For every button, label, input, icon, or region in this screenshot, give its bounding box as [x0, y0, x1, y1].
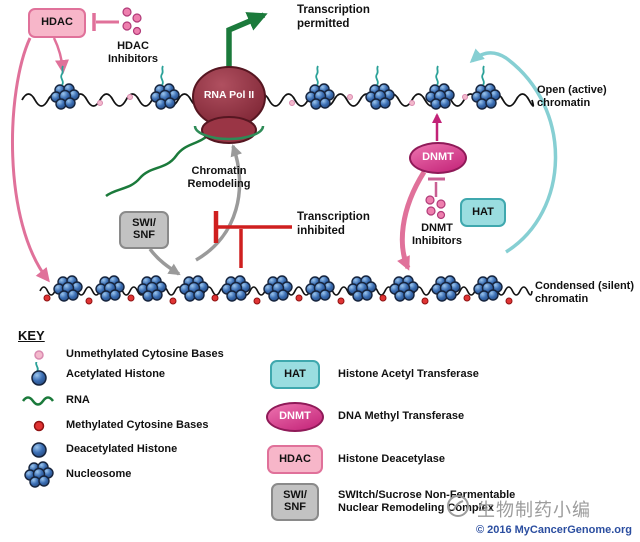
- methylated-cytosine-dots: [43, 294, 513, 305]
- watermark-text: 生物制药小编: [477, 499, 591, 520]
- dnmt-oval: DNMT: [409, 142, 467, 174]
- watermark: 生物制药小编: [446, 494, 591, 523]
- key-hat-box: HAT: [270, 360, 320, 389]
- transcription-permitted-arrow: [226, 12, 268, 80]
- condensed-chromatin-nucleosomes: [53, 275, 503, 302]
- rna-pol-label: RNA Pol II: [203, 89, 255, 101]
- methylated-cytosine-icon: [20, 418, 58, 434]
- key-item-deacetylated-histone: Deacetylated Histone: [20, 439, 177, 461]
- open-chromatin-label: Open (active) chromatin: [537, 84, 607, 110]
- chromatin-remodeling-arrow: [148, 144, 243, 276]
- copyright: © 2016 MyCancerGenome.org: [475, 524, 632, 536]
- key-item-label: Acetylated Histone: [66, 368, 166, 381]
- key-abbr-hat: HAT Histone Acetyl Transferase: [266, 360, 479, 389]
- key-abbr-label: Histone Deacetylase: [338, 452, 445, 465]
- rna-pol-ii-icon: [192, 66, 266, 144]
- transcription-inhibited-label: Transcription inhibited: [297, 211, 370, 237]
- swi-snf-box: SWI/ SNF: [119, 211, 169, 249]
- key-item-rna: RNA: [20, 390, 90, 412]
- transcription-permitted-label: Transcription permitted: [297, 4, 370, 30]
- dnmt-arrows: [397, 113, 442, 271]
- dnmt-inhibitors-icon: [425, 177, 446, 220]
- key-hdac-box: HDAC: [267, 445, 323, 474]
- key-item-label: Deacetylated Histone: [66, 443, 178, 456]
- key-item-unmethylated: Unmethylated Cytosine Bases: [20, 344, 224, 366]
- rna-strand: [105, 131, 213, 198]
- key-item-methylated: Methylated Cytosine Bases: [20, 415, 208, 437]
- key-swi-snf-box: SWI/ SNF: [271, 483, 319, 521]
- hat-recycle-arrow: [469, 48, 558, 254]
- acetyl-squiggles: [60, 65, 485, 86]
- unmethylated-cytosine-dots: [97, 94, 468, 106]
- condensed-chromatin-label: Condensed (silent) chromatin: [535, 280, 635, 306]
- key-abbr-dnmt: DNMT DNA Methyl Transferase: [266, 402, 464, 432]
- key-abbr-swi-snf: SWI/ SNF SWItch/Sucrose Non-Fermentable …: [266, 483, 515, 521]
- chromatin-remodeling-label: Chromatin Remodeling: [187, 165, 251, 191]
- key-title: KEY: [18, 328, 45, 343]
- nucleosome-key-icon: [20, 458, 58, 492]
- key-abbr-label: DNA Methyl Transferase: [338, 410, 465, 423]
- key-item-label: RNA: [66, 394, 90, 407]
- key-item-acetylated-histone: Acetylated Histone: [20, 362, 166, 388]
- hdac-inhibitors-label: HDAC Inhibitors: [107, 40, 159, 66]
- unmethylated-cytosine-icon: [20, 347, 58, 363]
- key-abbr-label: Histone Acetyl Transferase: [338, 367, 479, 380]
- key-abbr-label: SWItch/Sucrose Non-Fermentable Nuclear R…: [338, 488, 516, 514]
- hdac-inhibitors-icon: [92, 7, 142, 36]
- hdac-box: HDAC: [28, 8, 86, 38]
- key-dnmt-oval: DNMT: [266, 402, 324, 432]
- key-item-label: Methylated Cytosine Bases: [66, 419, 209, 432]
- hdac-to-condensed-arrow: [11, 37, 69, 283]
- acetylated-histone-icon: [20, 362, 58, 388]
- hat-box: HAT: [460, 198, 506, 227]
- rna-icon: [20, 394, 58, 408]
- key-item-nucleosome: Nucleosome: [20, 461, 132, 488]
- watermark-logo-icon: [446, 494, 470, 523]
- transcription-inhibited-tbar: [213, 211, 292, 268]
- dnmt-inhibitors-label: DNMT Inhibitors: [411, 222, 463, 248]
- key-abbr-hdac: HDAC Histone Deacetylase: [266, 445, 445, 474]
- key-item-label: Nucleosome: [66, 468, 132, 481]
- open-chromatin-strand: [21, 93, 535, 107]
- key-item-label: Unmethylated Cytosine Bases: [66, 348, 224, 361]
- deacetylated-histone-icon: [20, 440, 58, 460]
